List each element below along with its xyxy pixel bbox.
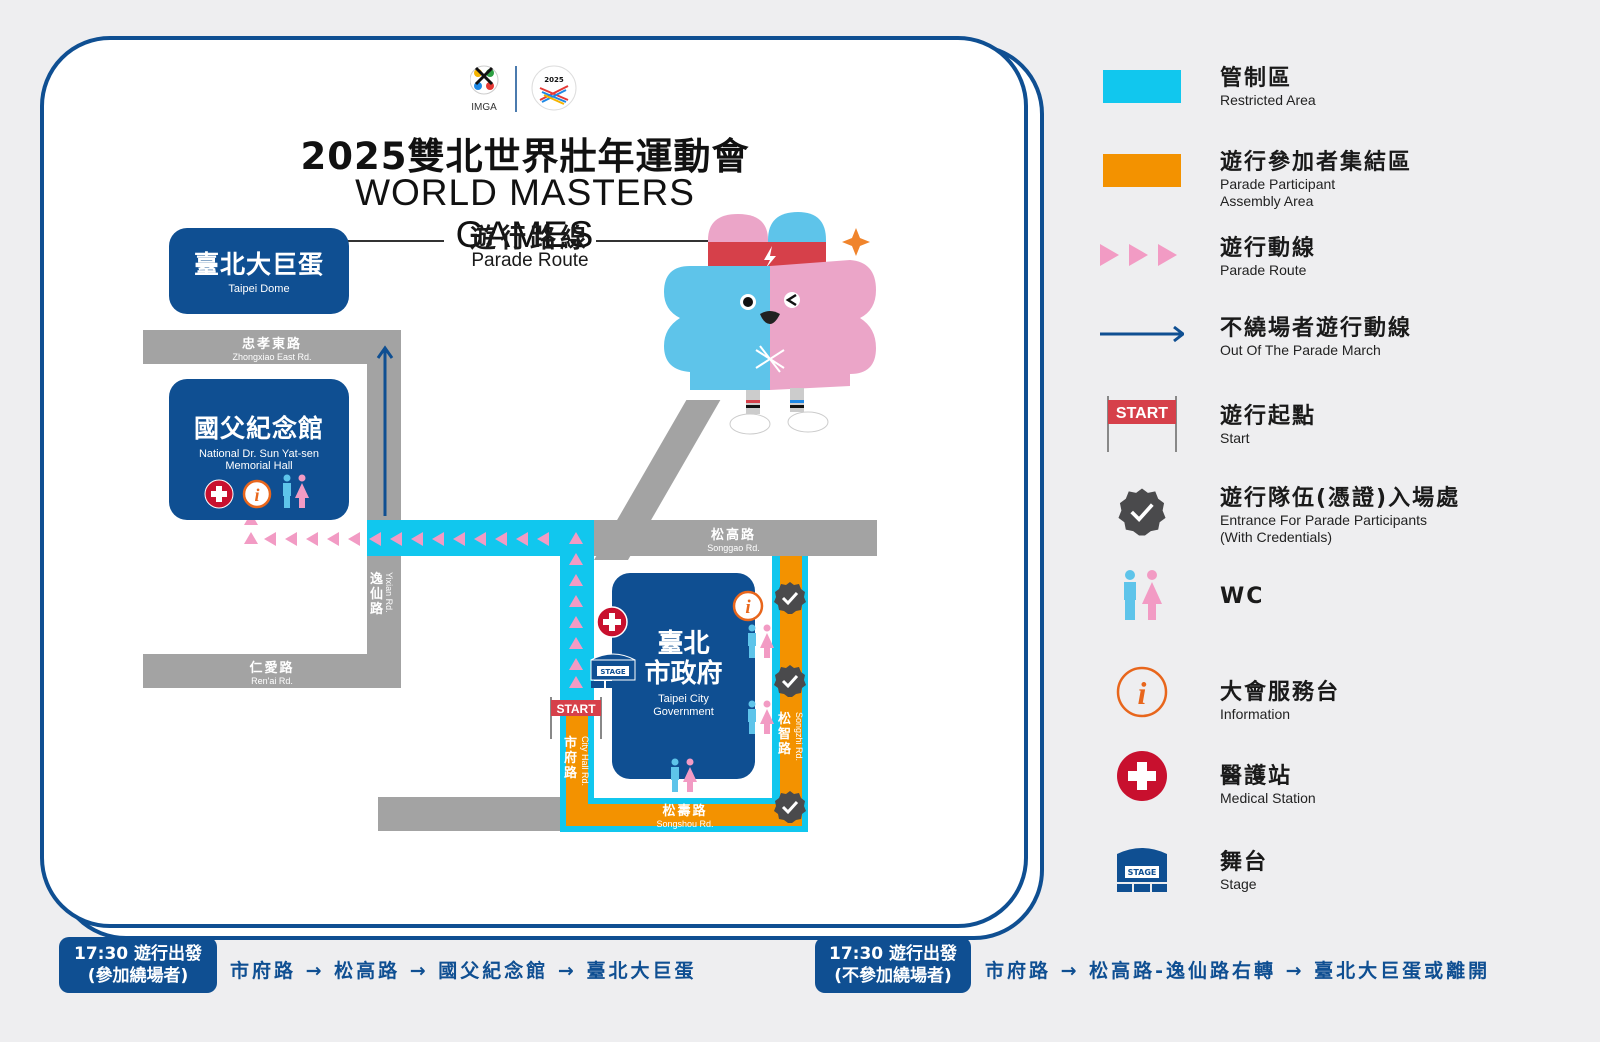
svg-text:START: START	[556, 702, 596, 716]
assembly-area-songshou	[566, 804, 802, 826]
wc-icon	[748, 624, 774, 658]
route-time-badge-lap: 17:30 遊行出發(參加繞場者)	[59, 937, 217, 993]
wmg-logo-icon: 2025	[531, 65, 577, 111]
info-icon: i	[732, 590, 764, 622]
svg-text:IMGA: IMGA	[471, 102, 497, 113]
start-banner-icon: START	[1107, 396, 1177, 452]
credential-check-badge-icon	[774, 665, 806, 697]
divider-line	[348, 240, 444, 242]
svg-text:i: i	[254, 485, 259, 505]
parade-route-arrows-icon	[1100, 240, 1184, 270]
start-banner-icon: START	[550, 697, 602, 739]
restricted-area-swatch-icon	[1103, 69, 1181, 103]
road-label-songzhi: 松智路	[778, 712, 792, 757]
route-path-lap: 市府路 → 松高路 → 國父紀念館 → 臺北大巨蛋	[230, 960, 697, 982]
road-zhongxiao: 忠孝東路 Zhongxiao East Rd.	[143, 330, 401, 364]
svg-text:i: i	[1138, 675, 1147, 711]
svg-text:STAGE: STAGE	[600, 668, 625, 676]
assembly-area-cityhall	[566, 716, 588, 824]
road-songshou-west	[378, 797, 578, 831]
road-songgao: 松高路 Songgao Rd.	[560, 520, 877, 556]
credential-check-badge-icon	[774, 582, 806, 614]
info-icon: i	[1116, 666, 1168, 718]
imga-logo-icon: IMGA	[469, 65, 499, 113]
wc-icon	[283, 474, 309, 508]
svg-text:START: START	[1116, 405, 1168, 422]
assembly-area-swatch-icon	[1103, 153, 1181, 187]
road-label-cityhall: 市府路	[564, 736, 578, 781]
subtitle-chinese: 遊行路線	[469, 224, 590, 254]
credential-check-badge-icon	[1118, 488, 1166, 536]
svg-text:2025: 2025	[544, 76, 564, 84]
header-logos: IMGA 2025	[469, 62, 600, 118]
mascot-illustration	[664, 212, 876, 435]
credential-check-badge-icon	[774, 791, 806, 823]
non-lap-arrow-icon	[1100, 325, 1184, 343]
road-label-yixian: 逸仙路	[370, 572, 384, 617]
stage-icon: STAGE	[590, 653, 636, 688]
route-path-non-lap: 市府路 → 松高路-逸仙路右轉 → 臺北大巨蛋或離開	[985, 960, 1491, 982]
route-time-badge-non-lap: 17:30 遊行出發(不參加繞場者)	[815, 937, 971, 993]
divider-line	[596, 240, 712, 242]
wc-icon	[671, 758, 697, 792]
title-chinese: 2025雙北世界壯年運動會	[300, 135, 750, 178]
stage-icon: STAGE	[1117, 848, 1167, 892]
medical-icon	[596, 606, 628, 638]
info-icon: i	[242, 479, 272, 509]
title-english: WORLD MASTERS GAMES	[355, 172, 695, 255]
road-renai: 仁愛路 Ren'ai Rd.	[143, 654, 401, 688]
medical-icon	[204, 479, 234, 509]
svg-text:i: i	[745, 597, 751, 618]
wc-icon	[1124, 570, 1162, 620]
road-label-cityhall-en: City Hall Rd.	[580, 736, 590, 787]
road-label-songshou: 松壽路 Songshou Rd.	[656, 804, 714, 829]
road-label-yixian-en: Yixian Rd.	[384, 572, 394, 613]
venue-taipei-city-government[interactable]: 臺北 市政府 Taipei City Government	[612, 573, 755, 779]
subtitle-english: Parade Route	[471, 250, 589, 271]
wc-icon	[748, 700, 774, 734]
venue-taipei-dome[interactable]: 臺北大巨蛋 Taipei Dome	[169, 228, 349, 314]
svg-text:STAGE: STAGE	[1128, 868, 1157, 877]
medical-icon	[1117, 751, 1167, 801]
road-label-songzhi-en: Songzhi Rd.	[794, 712, 804, 762]
non-lap-route-arrow-icon	[376, 344, 394, 520]
